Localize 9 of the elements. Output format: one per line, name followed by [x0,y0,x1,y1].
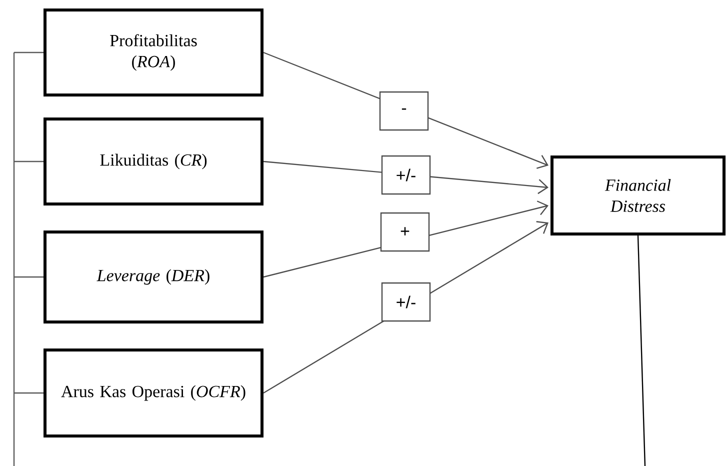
variable-box: Profitabilitas (ROA) [44,8,264,96]
edge-label: +/- [381,282,431,322]
variable-box: Leverage (DER) [44,230,264,324]
edge-label: - [379,91,429,131]
edge-label: + [380,212,430,252]
variable-box: Financial Distress [550,156,726,236]
edge-label: +/- [381,155,431,195]
variable-box: Arus Kas Operasi (OCFR) [44,348,264,438]
variable-box: Likuiditas (CR) [44,118,264,206]
